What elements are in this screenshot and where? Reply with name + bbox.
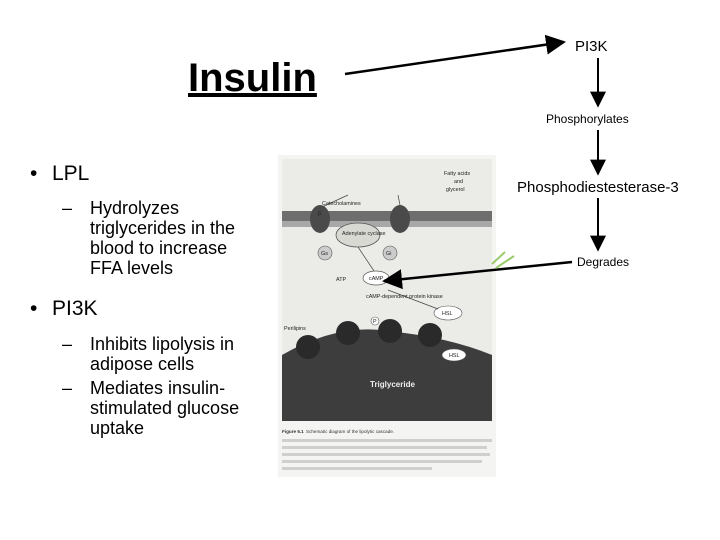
figure-caption-text: Schematic diagram of the lipolytic casca…	[306, 429, 394, 434]
label-glycerol: glycerol	[446, 187, 465, 193]
bullet-label: PI3K	[52, 297, 98, 320]
caption-line	[282, 439, 492, 442]
perilipin-shape	[378, 319, 402, 343]
beta-receptor-shape	[310, 205, 330, 233]
figure-caption-title: Figure 6.1	[282, 429, 304, 434]
lipid-droplet-shape	[282, 329, 492, 421]
label-catecholamines: Catecholamines	[322, 201, 361, 207]
label-hsl-p: HSL	[449, 353, 460, 359]
membrane-outer	[282, 211, 492, 221]
label-fatty-acids: Fatty acids	[444, 171, 470, 177]
label-camp: cAMP	[369, 276, 384, 282]
label-gi: Gi	[386, 251, 391, 257]
slide-title: Insulin	[188, 56, 317, 100]
perilipin-shape	[418, 323, 442, 347]
bullet-pi3k: • PI3K	[30, 297, 98, 321]
label-and: and	[454, 179, 463, 185]
bullet-marker: •	[30, 162, 38, 185]
sub-bullet-marker: –	[62, 198, 73, 218]
bullet-marker: •	[30, 297, 38, 320]
sub-bullet-text: Inhibits lipolysis in adipose cells	[90, 334, 235, 374]
label-hsl: HSL	[442, 311, 453, 317]
caption-line	[282, 460, 482, 463]
sub-bullet-pi3k-2: – Mediates insulin-stimulated glucose up…	[62, 378, 262, 438]
label-beta: β	[318, 211, 321, 217]
perilipin-shape	[296, 335, 320, 359]
figure-arrow	[321, 194, 349, 208]
gi-protein-shape	[382, 245, 398, 261]
figure-arrow	[357, 246, 375, 272]
figure-arrow	[397, 194, 401, 206]
sub-bullet-marker: –	[62, 378, 73, 398]
hsl-shape	[433, 305, 463, 321]
perilipin-shape	[336, 321, 360, 345]
sub-bullet-marker: –	[62, 334, 73, 354]
label-atp: ATP	[336, 277, 346, 283]
caption-line	[282, 467, 432, 470]
alpha-receptor-shape	[390, 205, 410, 233]
membrane-inner	[282, 221, 492, 227]
sub-bullet-pi3k-1: – Inhibits lipolysis in adipose cells	[62, 334, 262, 374]
label-camp-kinase: cAMP-dependent protein kinase	[366, 294, 443, 300]
label-adenylate-cyclase: Adenylate cyclase	[342, 231, 385, 237]
arrow-insulin-to-pi3k	[344, 34, 566, 76]
sub-bullet-text: Mediates insulin-stimulated glucose upta…	[90, 378, 240, 438]
caption-line	[282, 453, 490, 456]
flow-phosphodiesterase: Phosphodiestesterase-3	[517, 179, 679, 196]
sub-bullet-lpl-1: – Hydrolyzes triglycerides in the blood …	[62, 198, 262, 278]
phosphate-shape	[370, 316, 380, 326]
flow-pi3k: PI3K	[575, 38, 608, 55]
figure-arrow	[387, 289, 439, 310]
flow-phosphorylates: Phosphorylates	[546, 112, 629, 126]
caption-line	[282, 446, 487, 449]
label-p: P	[373, 319, 377, 325]
label-perilipins: Perilipins	[284, 326, 306, 332]
sub-bullet-text: Hydrolyzes triglycerides in the blood to…	[90, 198, 236, 278]
bullet-label: LPL	[52, 162, 90, 185]
flow-degrades: Degrades	[577, 255, 630, 269]
lipolytic-cascade-figure: Catecholamines Fatty acids and glycerol …	[278, 155, 496, 477]
gs-protein-shape	[317, 245, 333, 261]
hsl-phosphorylated-shape	[441, 348, 467, 362]
bullet-lpl: • LPL	[30, 162, 89, 186]
label-gs: Gs	[321, 251, 328, 257]
label-triglyceride: Triglyceride	[370, 380, 415, 389]
